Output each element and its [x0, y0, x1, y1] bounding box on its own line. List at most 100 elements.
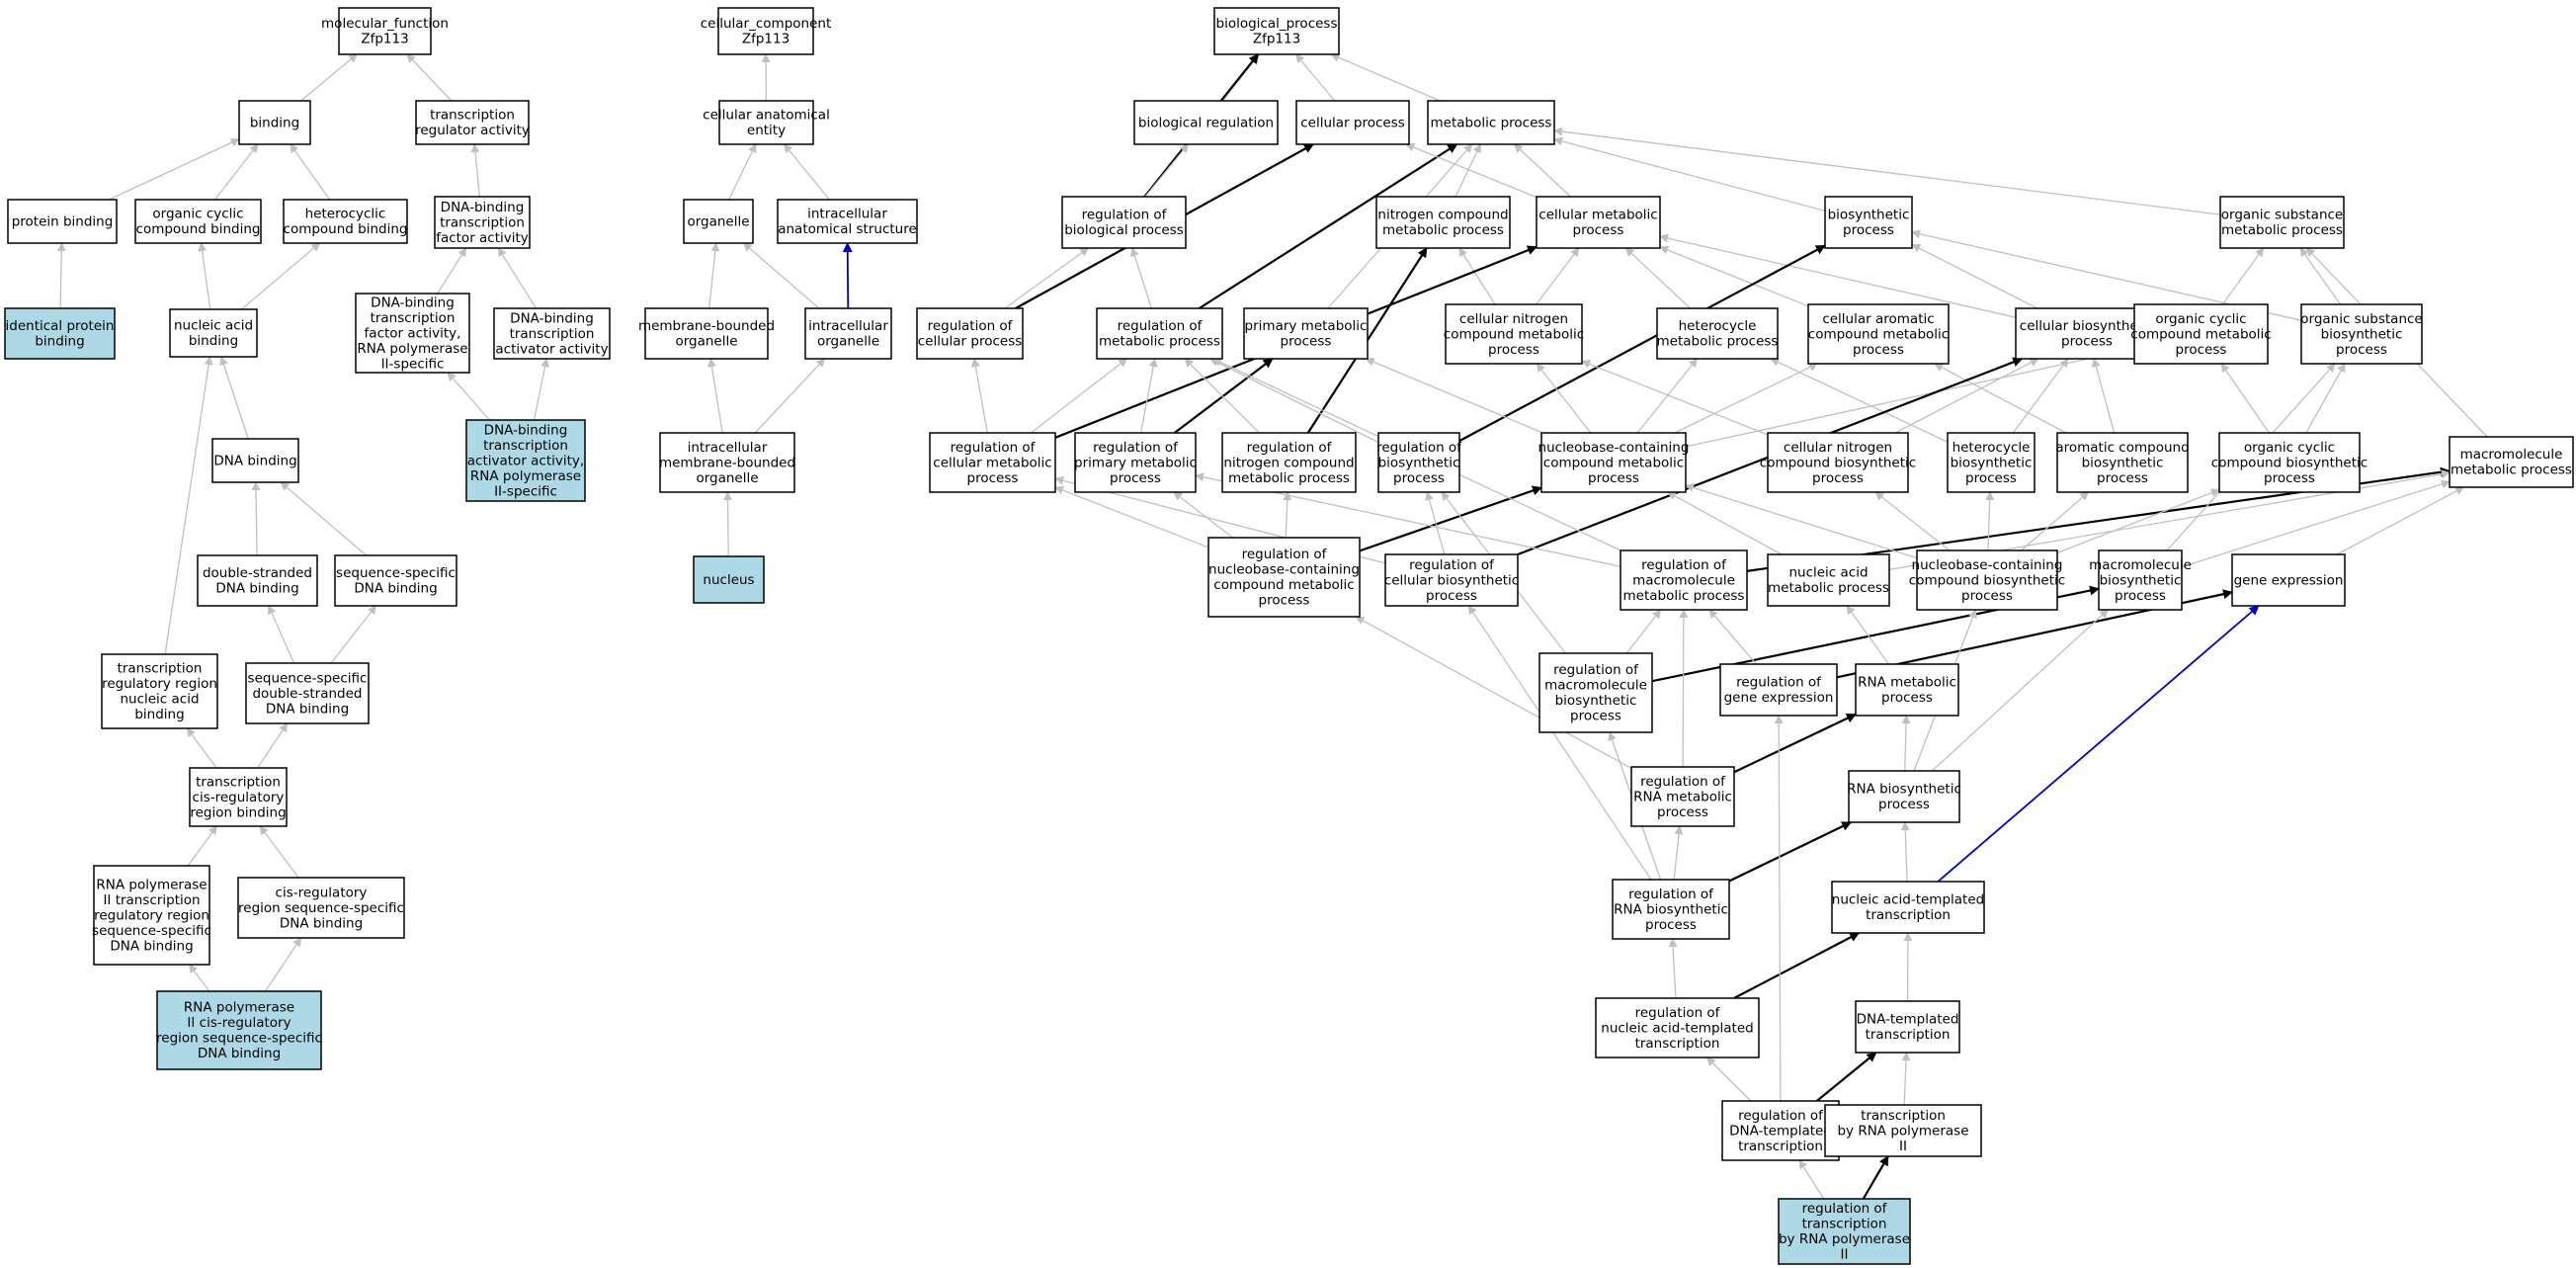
edge-occbp-is_a-osbp	[2305, 363, 2346, 434]
node-box	[1074, 432, 1197, 493]
node-regnbcmp[interactable]: regulation ofnucleobase-containingcompou…	[1207, 537, 1361, 618]
edge-regbp-is_a-breg	[1144, 143, 1189, 198]
node-label-line: transcription	[1635, 1036, 1720, 1052]
edge-acbp-is_a-cbp	[2091, 358, 2116, 434]
node-label-line: compound metabolic	[1808, 326, 1949, 342]
edge-ncmp-is_a-metproc	[1454, 143, 1482, 198]
node-label-line: Zfp113	[1253, 32, 1300, 47]
edge-regnatt-regulates-natt	[1733, 932, 1861, 999]
node-metproc[interactable]: metabolic process	[1427, 100, 1555, 145]
node-regmbp[interactable]: regulation ofmacromoleculebiosyntheticpr…	[1538, 652, 1653, 733]
node-label-line: process	[2336, 342, 2387, 358]
edge-dbtaa-is_a-dbtfa	[497, 247, 538, 309]
node-label-line: cellular anatomical	[703, 108, 830, 124]
node-label-line: process	[1573, 222, 1624, 238]
node-label-line: DNA binding	[213, 453, 296, 468]
node-organelle[interactable]: organelle	[683, 199, 754, 244]
edge-imbo-is_a-io	[754, 358, 826, 434]
node-cellproc[interactable]: cellular process	[1295, 100, 1410, 145]
node-label-line: process	[2115, 588, 2166, 604]
node-box	[2219, 196, 2345, 249]
node-binding[interactable]: binding	[238, 100, 311, 145]
node-label-line: organelle	[675, 334, 737, 350]
node-protbind[interactable]: protein binding	[7, 199, 118, 244]
node-label-line: DNA-binding	[510, 310, 594, 326]
node-ge[interactable]: gene expression	[2231, 553, 2346, 607]
node-dnab[interactable]: DNA binding	[211, 438, 299, 483]
node-breg[interactable]: biological regulation	[1133, 100, 1279, 145]
node-label-line: RNA metabolic	[1858, 675, 1956, 691]
node-label-line: transcription	[196, 774, 281, 790]
node-label-line: biological regulation	[1138, 115, 1274, 130]
edge-dnab-is_a-nab	[219, 356, 249, 440]
node-nucleus[interactable]: nucleus	[693, 555, 765, 604]
node-label-line: binding	[250, 115, 299, 130]
edge-tra-is_a-mf	[406, 53, 453, 102]
